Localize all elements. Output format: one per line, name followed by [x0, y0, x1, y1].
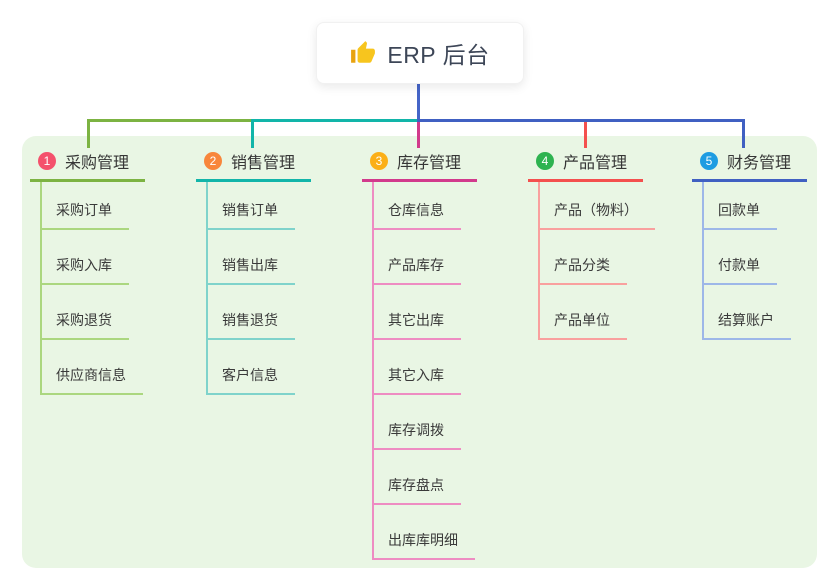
- rail-line-2: [250, 119, 420, 122]
- root-node[interactable]: ERP 后台: [316, 22, 524, 84]
- rail-line-5: [416, 119, 745, 122]
- child-label: 付款单: [718, 257, 760, 273]
- child-item[interactable]: 产品单位: [540, 285, 627, 340]
- child-label: 客户信息: [222, 367, 278, 383]
- branch-title-4[interactable]: 4 产品管理: [528, 146, 643, 182]
- child-label: 销售订单: [222, 202, 278, 218]
- branch-number-badge: 4: [536, 151, 554, 170]
- branch-title-3[interactable]: 3 库存管理: [362, 146, 477, 182]
- child-label: 库存盘点: [388, 477, 444, 493]
- branches-panel: [22, 136, 817, 568]
- child-item[interactable]: 供应商信息: [42, 340, 143, 395]
- child-label: 仓库信息: [388, 202, 444, 218]
- child-item[interactable]: 产品库存: [374, 230, 461, 285]
- child-item[interactable]: 销售订单: [208, 182, 295, 230]
- child-item[interactable]: 采购订单: [42, 182, 129, 230]
- child-item[interactable]: 产品（物料）: [540, 182, 655, 230]
- branch-children: 销售订单销售出库销售退货客户信息: [206, 182, 295, 395]
- child-item[interactable]: 销售出库: [208, 230, 295, 285]
- child-item[interactable]: 库存调拨: [374, 395, 461, 450]
- child-label: 采购入库: [56, 257, 112, 273]
- branch-column-1: 1 采购管理采购订单采购入库采购退货供应商信息: [30, 146, 145, 395]
- child-label: 采购订单: [56, 202, 112, 218]
- child-item[interactable]: 结算账户: [704, 285, 791, 340]
- branch-number-badge: 3: [370, 151, 388, 170]
- child-label: 产品库存: [388, 257, 444, 273]
- child-label: 销售退货: [222, 312, 278, 328]
- branch-title-5[interactable]: 5 财务管理: [692, 146, 807, 182]
- branch-column-4: 4 产品管理产品（物料） 产品分类产品单位: [528, 146, 655, 340]
- child-item[interactable]: 产品分类: [540, 230, 627, 285]
- child-item[interactable]: 付款单: [704, 230, 777, 285]
- child-item[interactable]: 其它入库: [374, 340, 461, 395]
- child-label: 产品分类: [554, 257, 610, 273]
- branch-label: 库存管理: [397, 154, 462, 172]
- branch-children: 回款单付款单结算账户: [702, 182, 791, 340]
- drop-line-5: [741, 119, 745, 148]
- trunk-line: [416, 82, 420, 120]
- drop-line-2: [250, 119, 254, 148]
- branch-column-2: 2 销售管理销售订单销售出库销售退货客户信息: [196, 146, 311, 395]
- drop-line-3: [416, 119, 420, 148]
- branch-column-5: 5 财务管理回款单付款单结算账户: [692, 146, 807, 340]
- branch-title-2[interactable]: 2 销售管理: [196, 146, 311, 182]
- drop-line-4: [583, 119, 587, 148]
- child-item[interactable]: 客户信息: [208, 340, 295, 395]
- branch-column-3: 3 库存管理仓库信息产品库存其它出库其它入库库存调拨库存盘点出库库明细: [362, 146, 477, 560]
- child-label: 其它出库: [388, 312, 444, 328]
- child-item[interactable]: 其它出库: [374, 285, 461, 340]
- branch-children: 仓库信息产品库存其它出库其它入库库存调拨库存盘点出库库明细: [372, 182, 475, 560]
- child-label: 产品单位: [554, 312, 610, 328]
- branch-label: 财务管理: [727, 154, 792, 172]
- branch-label: 采购管理: [65, 154, 130, 172]
- branch-label: 产品管理: [563, 154, 628, 172]
- child-label: 回款单: [718, 202, 760, 218]
- branch-children: 产品（物料） 产品分类产品单位: [538, 182, 655, 340]
- child-item[interactable]: 销售退货: [208, 285, 295, 340]
- child-label: 结算账户: [718, 312, 774, 328]
- child-item[interactable]: 仓库信息: [374, 182, 461, 230]
- branch-label: 销售管理: [231, 154, 296, 172]
- child-label: 其它入库: [388, 367, 444, 383]
- child-label: 库存调拨: [388, 422, 444, 438]
- child-item[interactable]: 出库库明细: [374, 505, 475, 560]
- branch-number-badge: 5: [700, 151, 718, 170]
- child-item[interactable]: 库存盘点: [374, 450, 461, 505]
- root-label: ERP 后台: [387, 42, 490, 68]
- child-label: 供应商信息: [56, 367, 126, 383]
- thumbs-up-icon: [350, 40, 376, 66]
- child-label: 出库库明细: [388, 532, 458, 548]
- child-label: 采购退货: [56, 312, 112, 328]
- branch-children: 采购订单采购入库采购退货供应商信息: [40, 182, 143, 395]
- branch-title-1[interactable]: 1 采购管理: [30, 146, 145, 182]
- drop-line-1: [86, 119, 90, 148]
- child-label: 销售出库: [222, 257, 278, 273]
- branch-number-badge: 2: [204, 151, 222, 170]
- child-item[interactable]: 回款单: [704, 182, 777, 230]
- child-item[interactable]: 采购退货: [42, 285, 129, 340]
- branch-number-badge: 1: [38, 151, 56, 170]
- child-item[interactable]: 采购入库: [42, 230, 129, 285]
- child-label: 产品（物料）: [554, 202, 638, 218]
